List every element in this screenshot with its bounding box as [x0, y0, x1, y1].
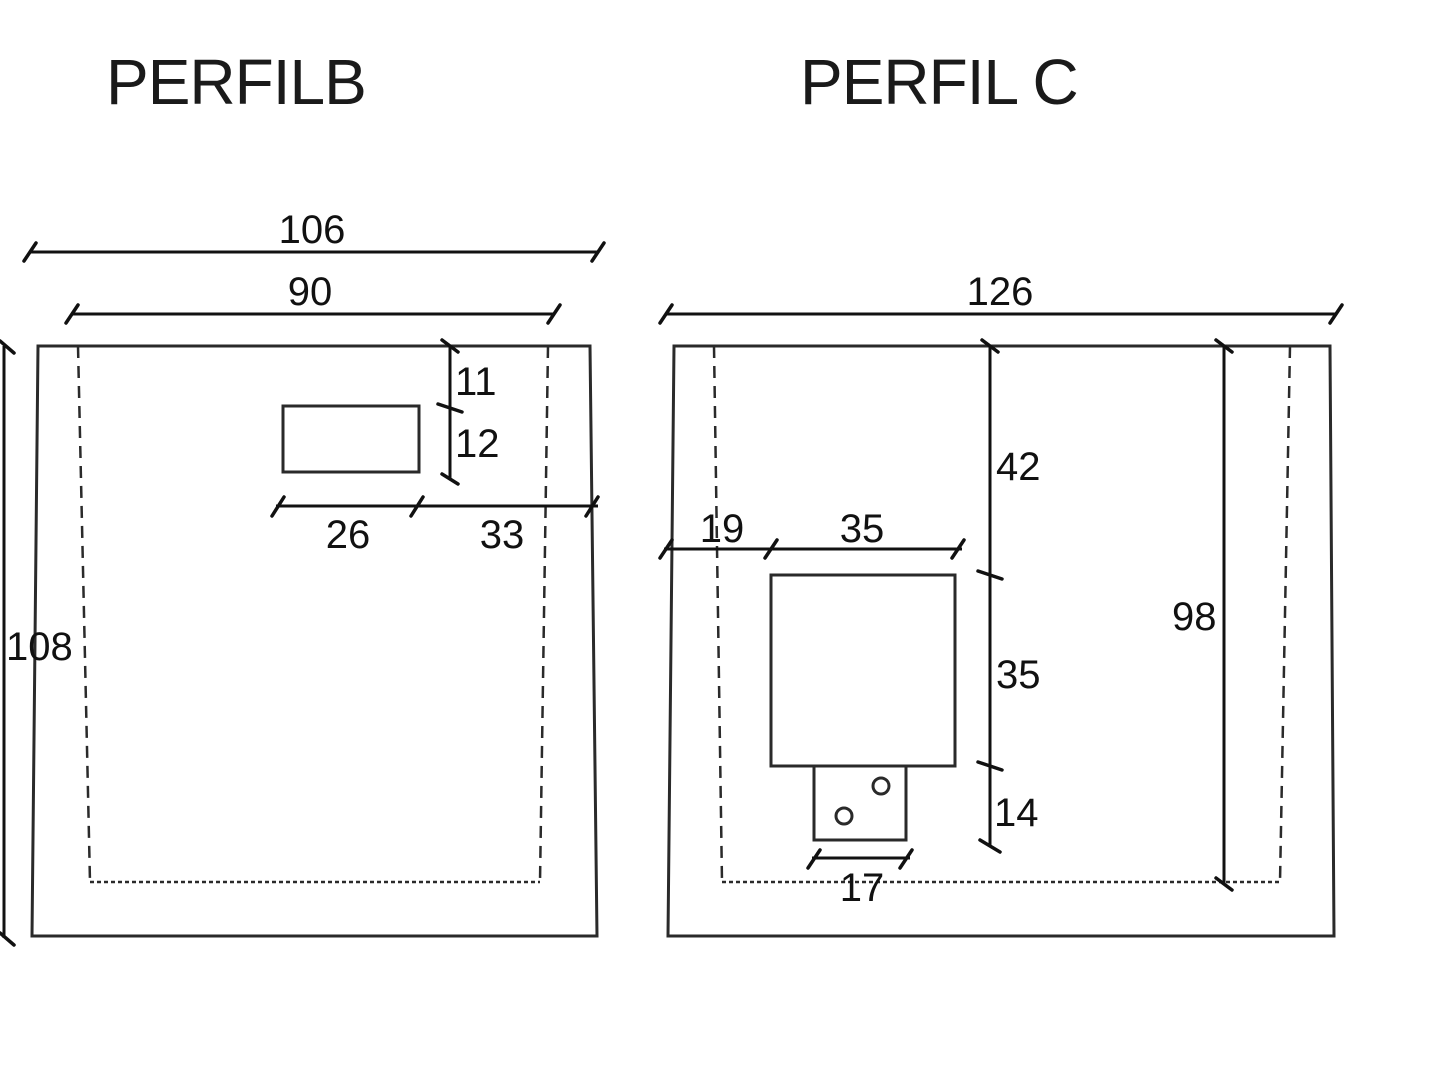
profile-b-hidden-left — [76, 345, 92, 883]
dim-c-tab-height-label: 14 — [994, 791, 1039, 835]
dim-b-height: 108 — [0, 339, 73, 947]
dim-c-height-label: 98 — [1172, 595, 1217, 639]
dim-c-top-offset-label: 42 — [996, 445, 1041, 489]
dim-c-box-height-label: 35 — [996, 653, 1041, 697]
dim-b-top-offset-label: 11 — [455, 360, 497, 404]
dim-c-height: 98 — [1172, 338, 1234, 892]
dim-c-tab-width: 17 — [806, 848, 914, 910]
profile-c-tab — [812, 764, 908, 842]
dim-c-horizontal-chain: 19 35 — [658, 507, 966, 560]
dim-c-box-width-label: 35 — [840, 507, 885, 551]
profile-c-outline — [666, 344, 1336, 938]
dim-b-height-label: 108 — [6, 625, 73, 669]
dim-b-vertical-chain: 11 12 — [436, 338, 500, 486]
profile-b-outline — [30, 344, 599, 938]
dim-b-horizontal-chain: 26 33 — [270, 495, 600, 557]
profile-c-box — [769, 573, 957, 768]
profile-b: PERFILB 106 90 108 — [0, 46, 606, 947]
dim-c-overall-width-label: 126 — [967, 270, 1034, 314]
dim-c-overall-width: 126 — [658, 270, 1344, 325]
dim-b-opening-width-label: 26 — [326, 513, 371, 557]
profile-c-hidden-right — [1278, 345, 1292, 883]
profile-c-hole-lower — [834, 806, 854, 826]
dim-b-inner-width: 90 — [64, 270, 562, 325]
profile-c-hidden-left — [712, 345, 724, 883]
profile-c-hole-upper — [871, 776, 891, 796]
profile-b-opening — [281, 404, 421, 474]
dim-b-right-offset-label: 33 — [480, 513, 525, 557]
dim-b-overall-width-label: 106 — [279, 208, 346, 252]
profile-c: PERFIL C 126 19 35 — [658, 46, 1344, 938]
profile-b-hidden-right — [538, 345, 550, 883]
profile-c-title: PERFIL C — [800, 46, 1078, 118]
dim-c-vertical-chain: 42 35 14 — [976, 338, 1041, 854]
dim-c-tab-width-label: 17 — [840, 866, 885, 910]
dim-b-opening-height-label: 12 — [455, 422, 500, 466]
dim-b-inner-width-label: 90 — [288, 270, 333, 314]
dim-b-overall-width: 106 — [22, 208, 606, 263]
dim-c-left-offset-label: 19 — [700, 507, 745, 551]
profile-b-title: PERFILB — [106, 46, 366, 118]
